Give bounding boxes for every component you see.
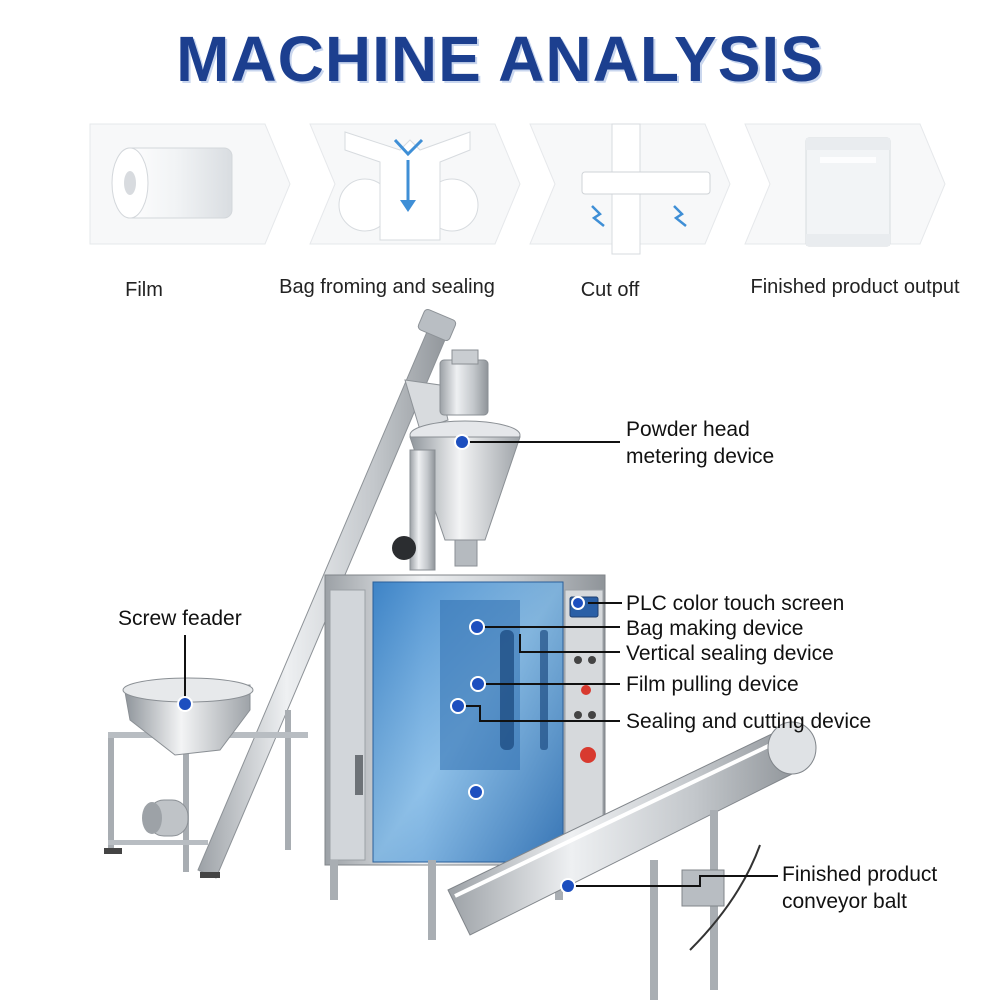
callout-conveyor: Finished product conveyor balt bbox=[782, 861, 937, 915]
callout-bag-making: Bag making device bbox=[626, 617, 804, 640]
finished-bag-icon bbox=[805, 137, 891, 247]
marker-powder-head bbox=[454, 434, 470, 450]
step-label-bag-forming: Bag froming and sealing bbox=[279, 276, 495, 298]
marker-extra bbox=[468, 784, 484, 800]
leader-lines bbox=[184, 441, 778, 887]
marker-plc bbox=[571, 596, 585, 610]
callout-screw-feeder: Screw feader bbox=[118, 607, 242, 630]
film-roll-icon bbox=[111, 147, 233, 219]
step-label-finished-output: Finished product output bbox=[750, 276, 960, 298]
step-label-film: Film bbox=[125, 279, 163, 301]
screw-feeder-hopper bbox=[104, 677, 308, 878]
step-label-cut-off: Cut off bbox=[580, 279, 640, 301]
machine-illustration bbox=[104, 308, 817, 1000]
callout-film-pulling: Film pulling device bbox=[626, 673, 799, 696]
callout-plc: PLC color touch screen bbox=[626, 592, 845, 615]
callout-powder-head-line1: Powder head bbox=[626, 418, 750, 441]
callout-sealing-cutting: Sealing and cutting device bbox=[626, 710, 872, 733]
callout-vertical-sealing: Vertical sealing device bbox=[626, 642, 834, 665]
callout-conveyor-line2: conveyor balt bbox=[782, 890, 907, 913]
process-steps bbox=[89, 123, 946, 255]
page-title: MACHINE ANALYSIS bbox=[176, 23, 824, 95]
callout-powder-head: Powder head metering device bbox=[626, 416, 774, 470]
marker-conveyor bbox=[560, 878, 576, 894]
marker-film-pulling bbox=[470, 676, 486, 692]
bag-forming-icon bbox=[338, 131, 479, 241]
callout-markers bbox=[177, 434, 585, 894]
marker-screw-feeder bbox=[177, 696, 193, 712]
callout-conveyor-line1: Finished product bbox=[782, 863, 938, 886]
marker-bag-making bbox=[469, 619, 485, 635]
callout-powder-head-line2: metering device bbox=[626, 445, 775, 468]
marker-sealing-cutting bbox=[450, 698, 466, 714]
cut-off-icon bbox=[581, 123, 711, 255]
main-cabinet bbox=[324, 574, 606, 940]
